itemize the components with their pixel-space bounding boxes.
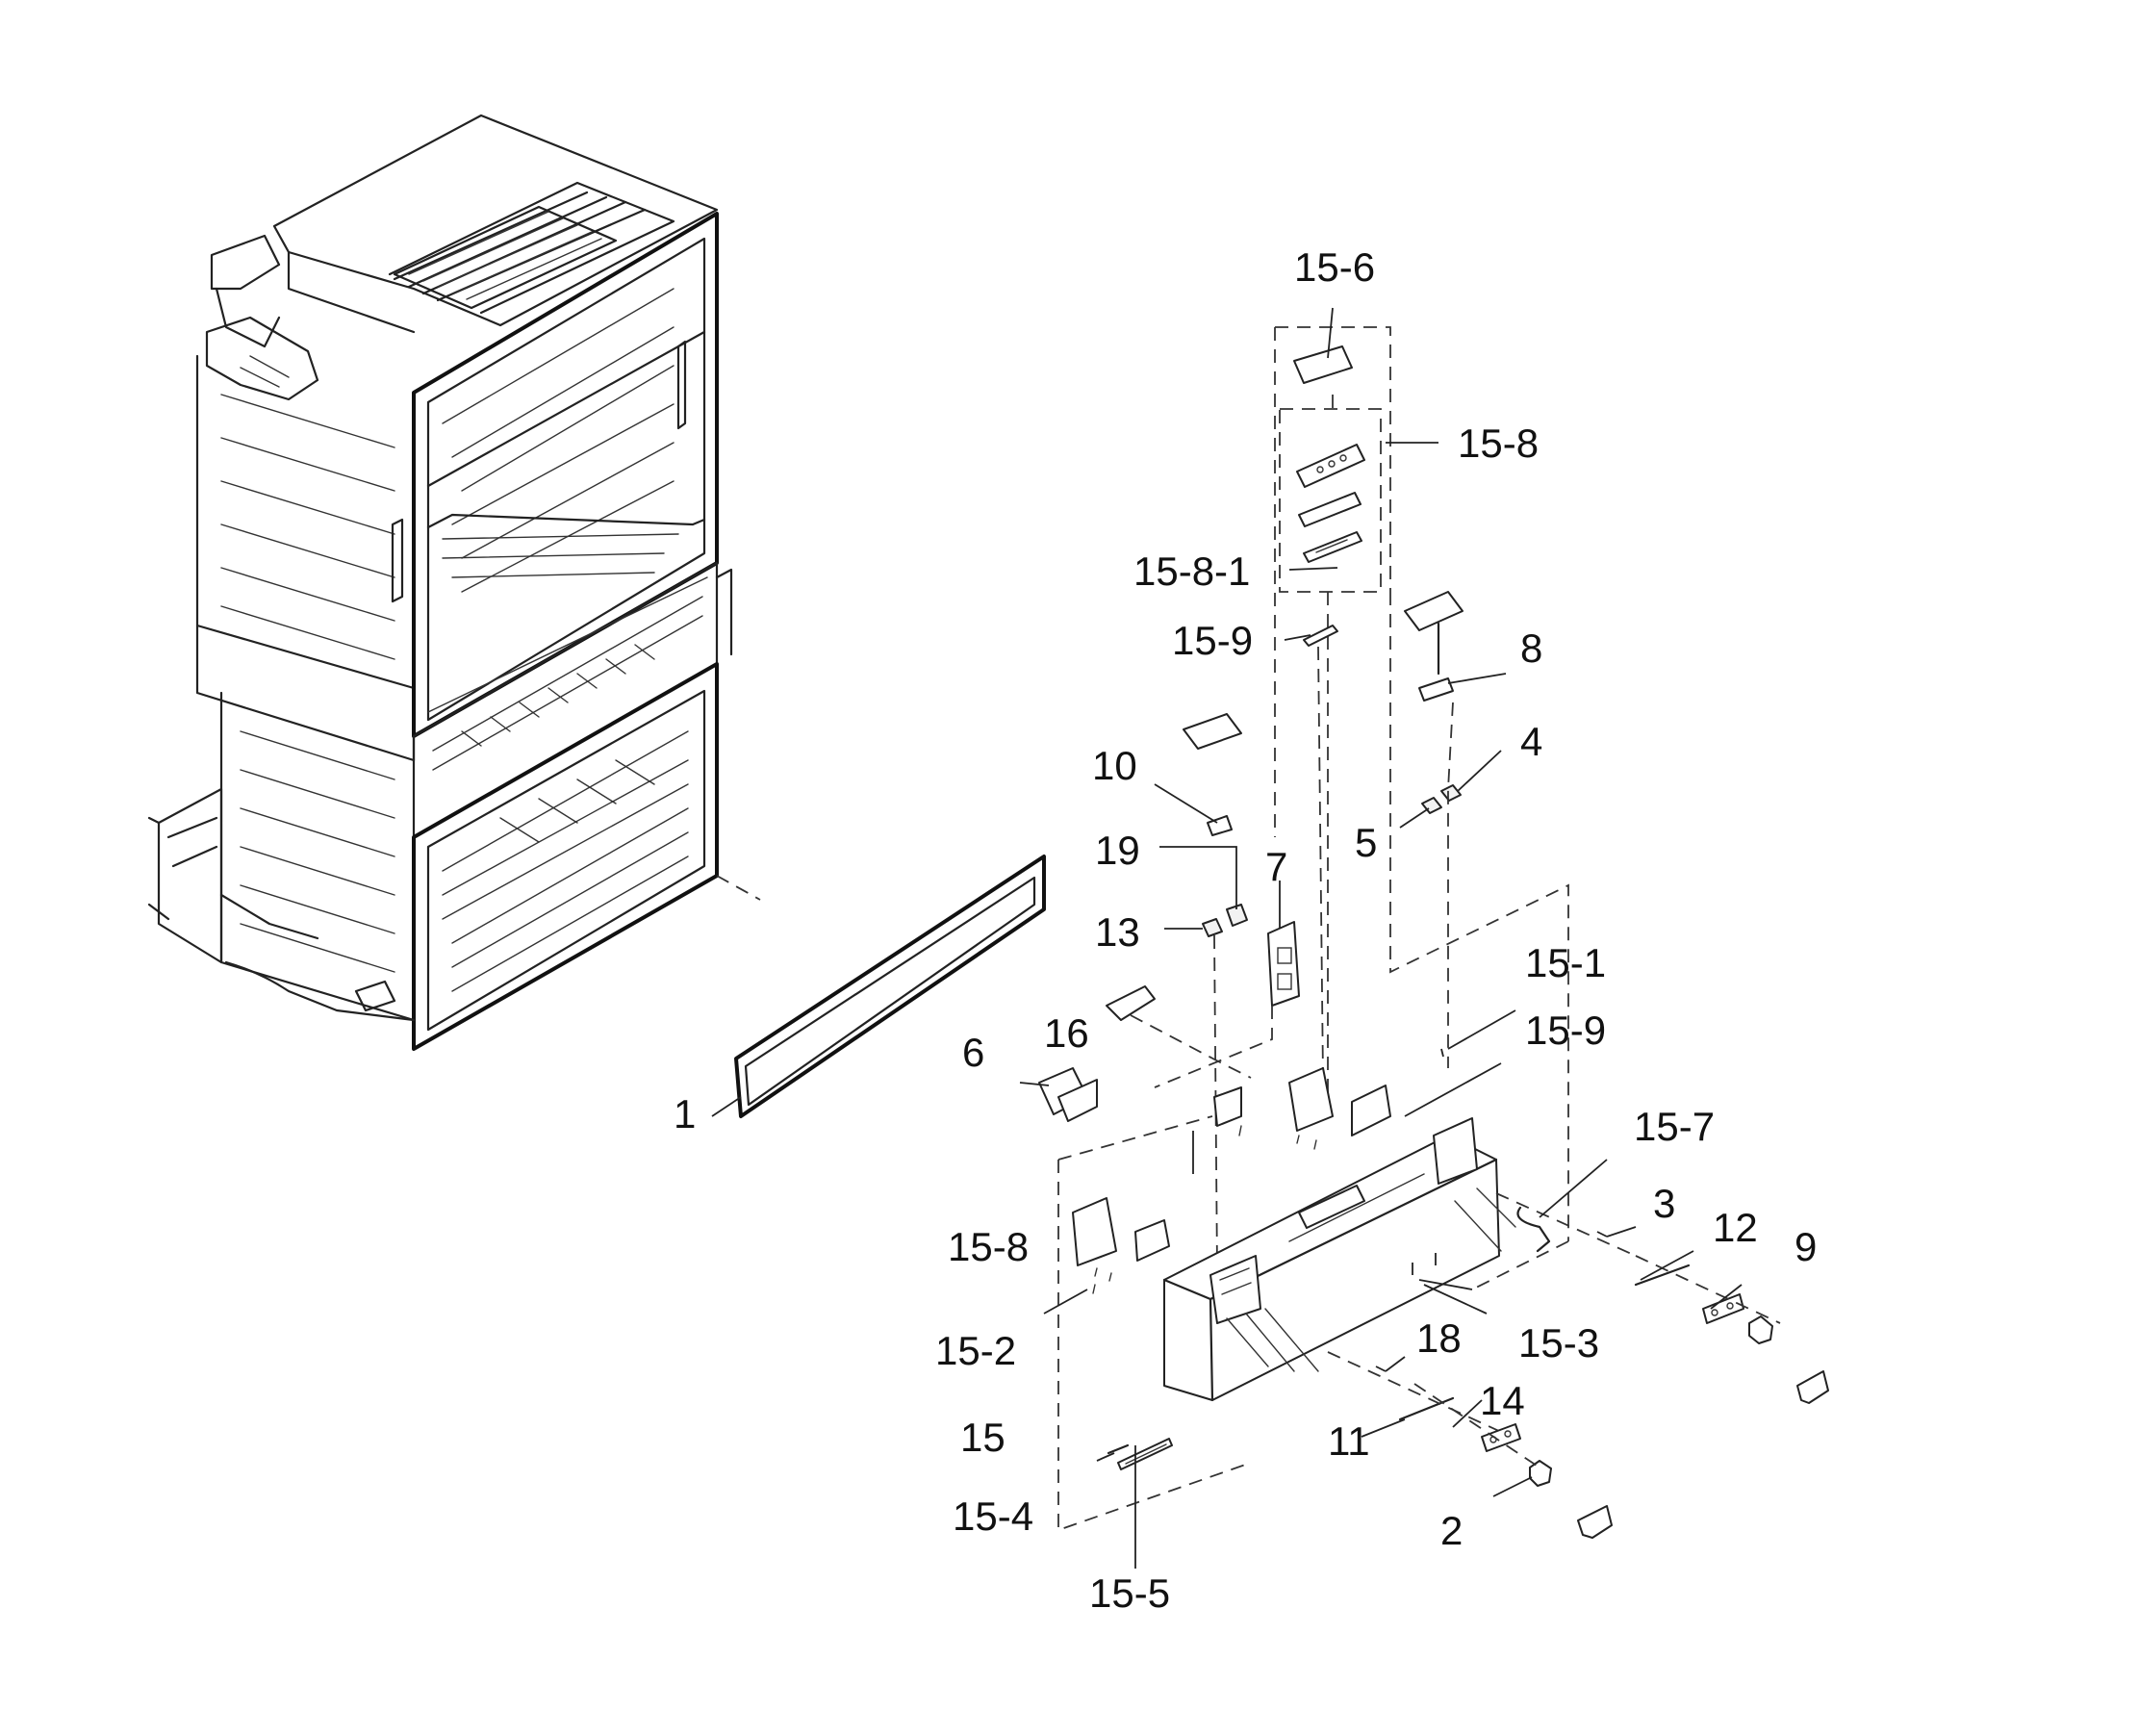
- callout-19: 19: [1095, 828, 1140, 873]
- callout-15-6: 15-6: [1294, 244, 1375, 290]
- inner-brackets-lower: [1072, 1197, 1170, 1266]
- assembly-15-6-box: [1274, 326, 1569, 1241]
- callout-1: 1: [674, 1091, 696, 1136]
- door-handle-assembly: [1162, 1117, 1500, 1402]
- callout-15-8-1: 15-8-1: [1133, 549, 1250, 594]
- part-2: [1529, 1460, 1552, 1487]
- part-2-bracket: [1577, 1505, 1613, 1539]
- part-15-5: [1117, 1438, 1173, 1470]
- refrigerator-cabinet: [147, 114, 733, 1051]
- door-gasket-part: [734, 855, 1046, 1118]
- part-16: [1106, 985, 1156, 1021]
- callout-15-4: 15-4: [953, 1493, 1033, 1539]
- callout-13: 13: [1095, 909, 1140, 955]
- part-14: [1481, 1423, 1521, 1452]
- part-15-7: [1516, 1206, 1551, 1253]
- part-15-8-display: [1296, 444, 1365, 563]
- assembly-15-frame: [1057, 1115, 1252, 1532]
- part-15-9-upper: [1303, 625, 1338, 647]
- callout-14: 14: [1480, 1378, 1525, 1423]
- callout-7: 7: [1265, 844, 1287, 889]
- callout-15-8: 15-8: [1458, 421, 1539, 466]
- part-15-3: [1412, 1253, 1437, 1275]
- callout-15-9: 15-9: [1525, 1008, 1606, 1053]
- callout-6: 6: [962, 1030, 984, 1075]
- callout-8: 8: [1520, 625, 1542, 671]
- part-18: [1375, 1366, 1387, 1372]
- inner-brackets-upper: [1213, 1067, 1391, 1136]
- callout-11: 11: [1328, 1418, 1370, 1464]
- part-8: [1404, 591, 1464, 702]
- leader-lines: [711, 307, 1743, 1569]
- part-15-1: [1440, 1048, 1444, 1058]
- callout-15-5: 15-5: [1089, 1570, 1170, 1616]
- callout-9: 9: [1794, 1224, 1817, 1269]
- callout-15-2: 15-2: [935, 1328, 1016, 1373]
- part-15-4: [1107, 1443, 1130, 1455]
- callout-2: 2: [1440, 1508, 1463, 1553]
- part-12: [1634, 1264, 1691, 1287]
- part-7-hinge: [1267, 921, 1300, 1007]
- callout-4: 4: [1520, 719, 1542, 764]
- part-3: [1596, 1231, 1608, 1238]
- part-6-hinge: [1038, 1067, 1098, 1122]
- callout-10: 10: [1092, 743, 1137, 788]
- callout-15: 15: [960, 1415, 1005, 1460]
- callout-15-1: 15-1: [1525, 940, 1606, 985]
- callout-labels: 15-6 15-8 15-8-1 15-9 8 4 10 5 19 7 13 1…: [674, 244, 1817, 1616]
- part-9: [1702, 1293, 1829, 1404]
- callout-15-3: 15-3: [1518, 1320, 1599, 1366]
- callout-3: 3: [1653, 1181, 1675, 1226]
- part-10-cover: [1183, 713, 1242, 750]
- part-4: [1440, 784, 1462, 802]
- callout-15-9: 15-9: [1172, 618, 1253, 663]
- callout-18: 18: [1416, 1315, 1462, 1361]
- callout-12: 12: [1713, 1205, 1758, 1250]
- part-11: [1398, 1396, 1455, 1421]
- part-13: [1202, 918, 1223, 937]
- callout-5: 5: [1355, 820, 1377, 865]
- callout-15-7: 15-7: [1634, 1104, 1715, 1149]
- callout-15-8: 15-8: [948, 1224, 1029, 1269]
- callout-16: 16: [1044, 1010, 1089, 1056]
- part-15-6: [1293, 345, 1353, 384]
